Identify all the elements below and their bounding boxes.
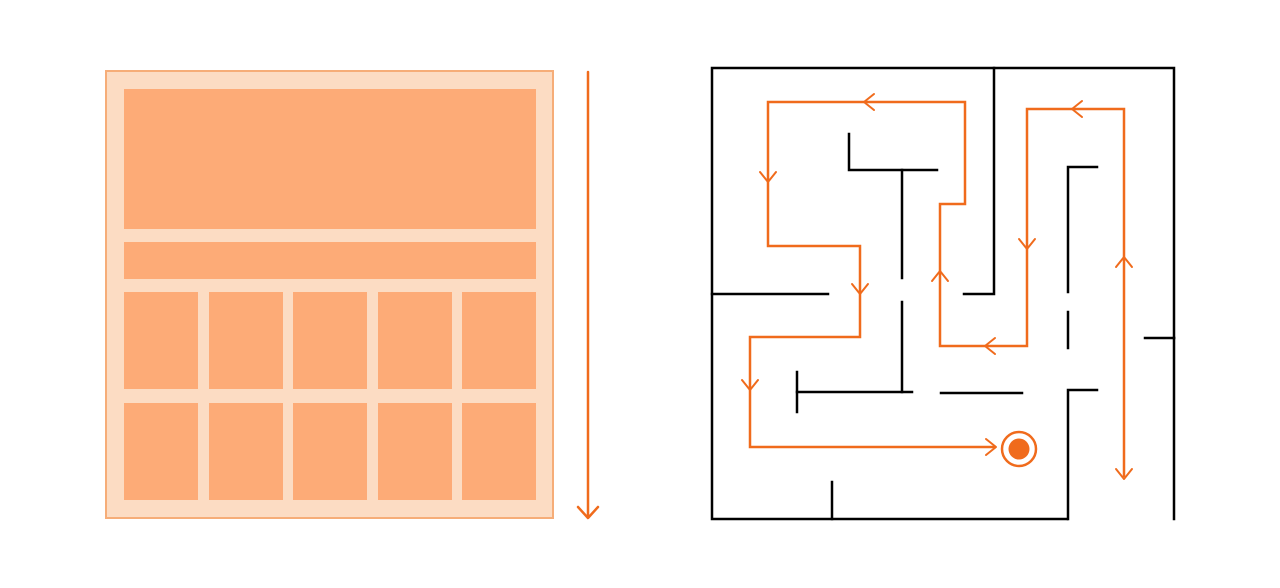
wireframe-hero-block [124, 89, 536, 229]
wireframe-bar-block [124, 242, 536, 279]
wireframe-card [124, 292, 198, 389]
wireframe-card [293, 292, 367, 389]
wireframe-card [209, 292, 283, 389]
scan-down-arrow [576, 70, 600, 520]
wireframe-card [378, 403, 452, 500]
maze-path-arrowheads [741, 93, 1133, 480]
page-wireframe [105, 70, 554, 519]
maze-path [748, 100, 1126, 477]
wireframe-card [462, 403, 536, 500]
wireframe-card [293, 403, 367, 500]
wireframe-card [124, 403, 198, 500]
wireframe-card-grid [124, 292, 536, 500]
maze-walls [710, 66, 1176, 521]
wireframe-card [462, 292, 536, 389]
goal-marker [1000, 430, 1038, 468]
wireframe-card [209, 403, 283, 500]
wireframe-card [378, 292, 452, 389]
